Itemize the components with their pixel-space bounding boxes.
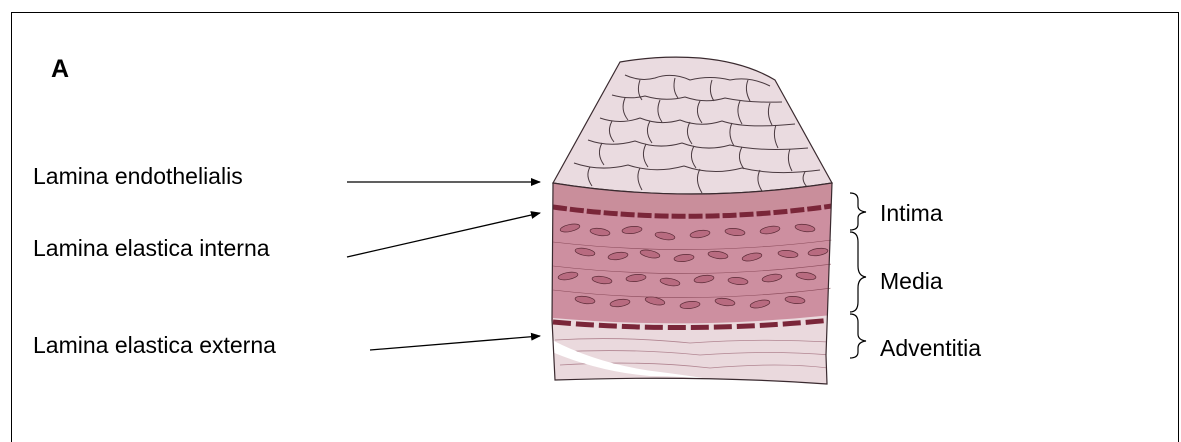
brace-adventitia — [850, 314, 866, 358]
endothelium-surface — [553, 57, 832, 194]
arrow-elastica-interna — [347, 213, 540, 257]
arrow-elastica-externa — [370, 336, 540, 350]
brace-media — [850, 232, 866, 312]
brace-intima — [850, 193, 866, 230]
